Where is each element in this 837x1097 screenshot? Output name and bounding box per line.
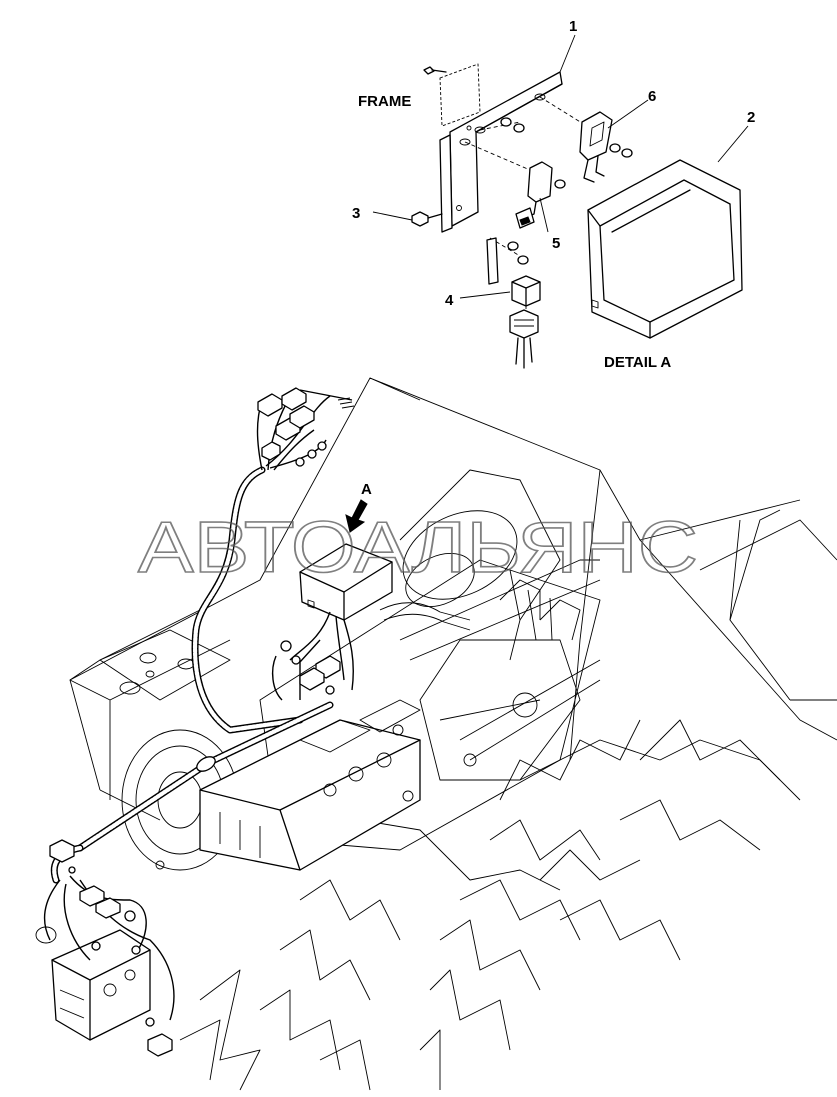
callout-5: 5: [552, 235, 560, 252]
controller-wires: [271, 611, 354, 701]
watermark-text: АВТОАЛЬЯНС: [138, 508, 698, 588]
module-part-6: [579, 111, 613, 183]
hydraulic-hoses: [379, 559, 601, 761]
detail-a-exploded-view: [372, 34, 749, 369]
harness-clamp: [196, 756, 216, 772]
callout-detail-marker: A: [361, 481, 372, 498]
frame-bolt: [423, 66, 447, 75]
detail-arrow: [345, 499, 368, 533]
lower-left-wiring: [43, 839, 175, 1027]
bracket-strap: [486, 237, 499, 285]
leader-lines: [372, 34, 749, 299]
mounting-bracket: [439, 71, 563, 233]
left-mount-plate: [99, 629, 231, 701]
frame-patch: [439, 63, 481, 127]
machine-assembly-view: [35, 377, 837, 1091]
lower-left-valve: [35, 926, 173, 1057]
tire-treads: [179, 719, 801, 1091]
relay-part-4: [509, 275, 541, 369]
callout-labels: 1 2 3 4 5 6 A FRAME DETAIL A: [352, 18, 755, 498]
callout-1: 1: [569, 18, 577, 35]
detail-label: DETAIL A: [604, 354, 671, 371]
washers-nuts: [500, 117, 633, 265]
controller-installed: [299, 543, 393, 621]
callout-3: 3: [352, 205, 360, 222]
flasher-part-5: [515, 161, 553, 229]
upper-wire-bundle: [256, 387, 355, 471]
valve-block: [199, 699, 421, 871]
controller-part-2: [587, 159, 743, 339]
callout-6: 6: [648, 88, 656, 105]
callout-2: 2: [747, 109, 755, 126]
screw-part-3: [411, 211, 443, 227]
callout-4: 4: [445, 292, 454, 309]
chassis-frame: [69, 377, 837, 821]
frame-label: FRAME: [358, 93, 411, 110]
